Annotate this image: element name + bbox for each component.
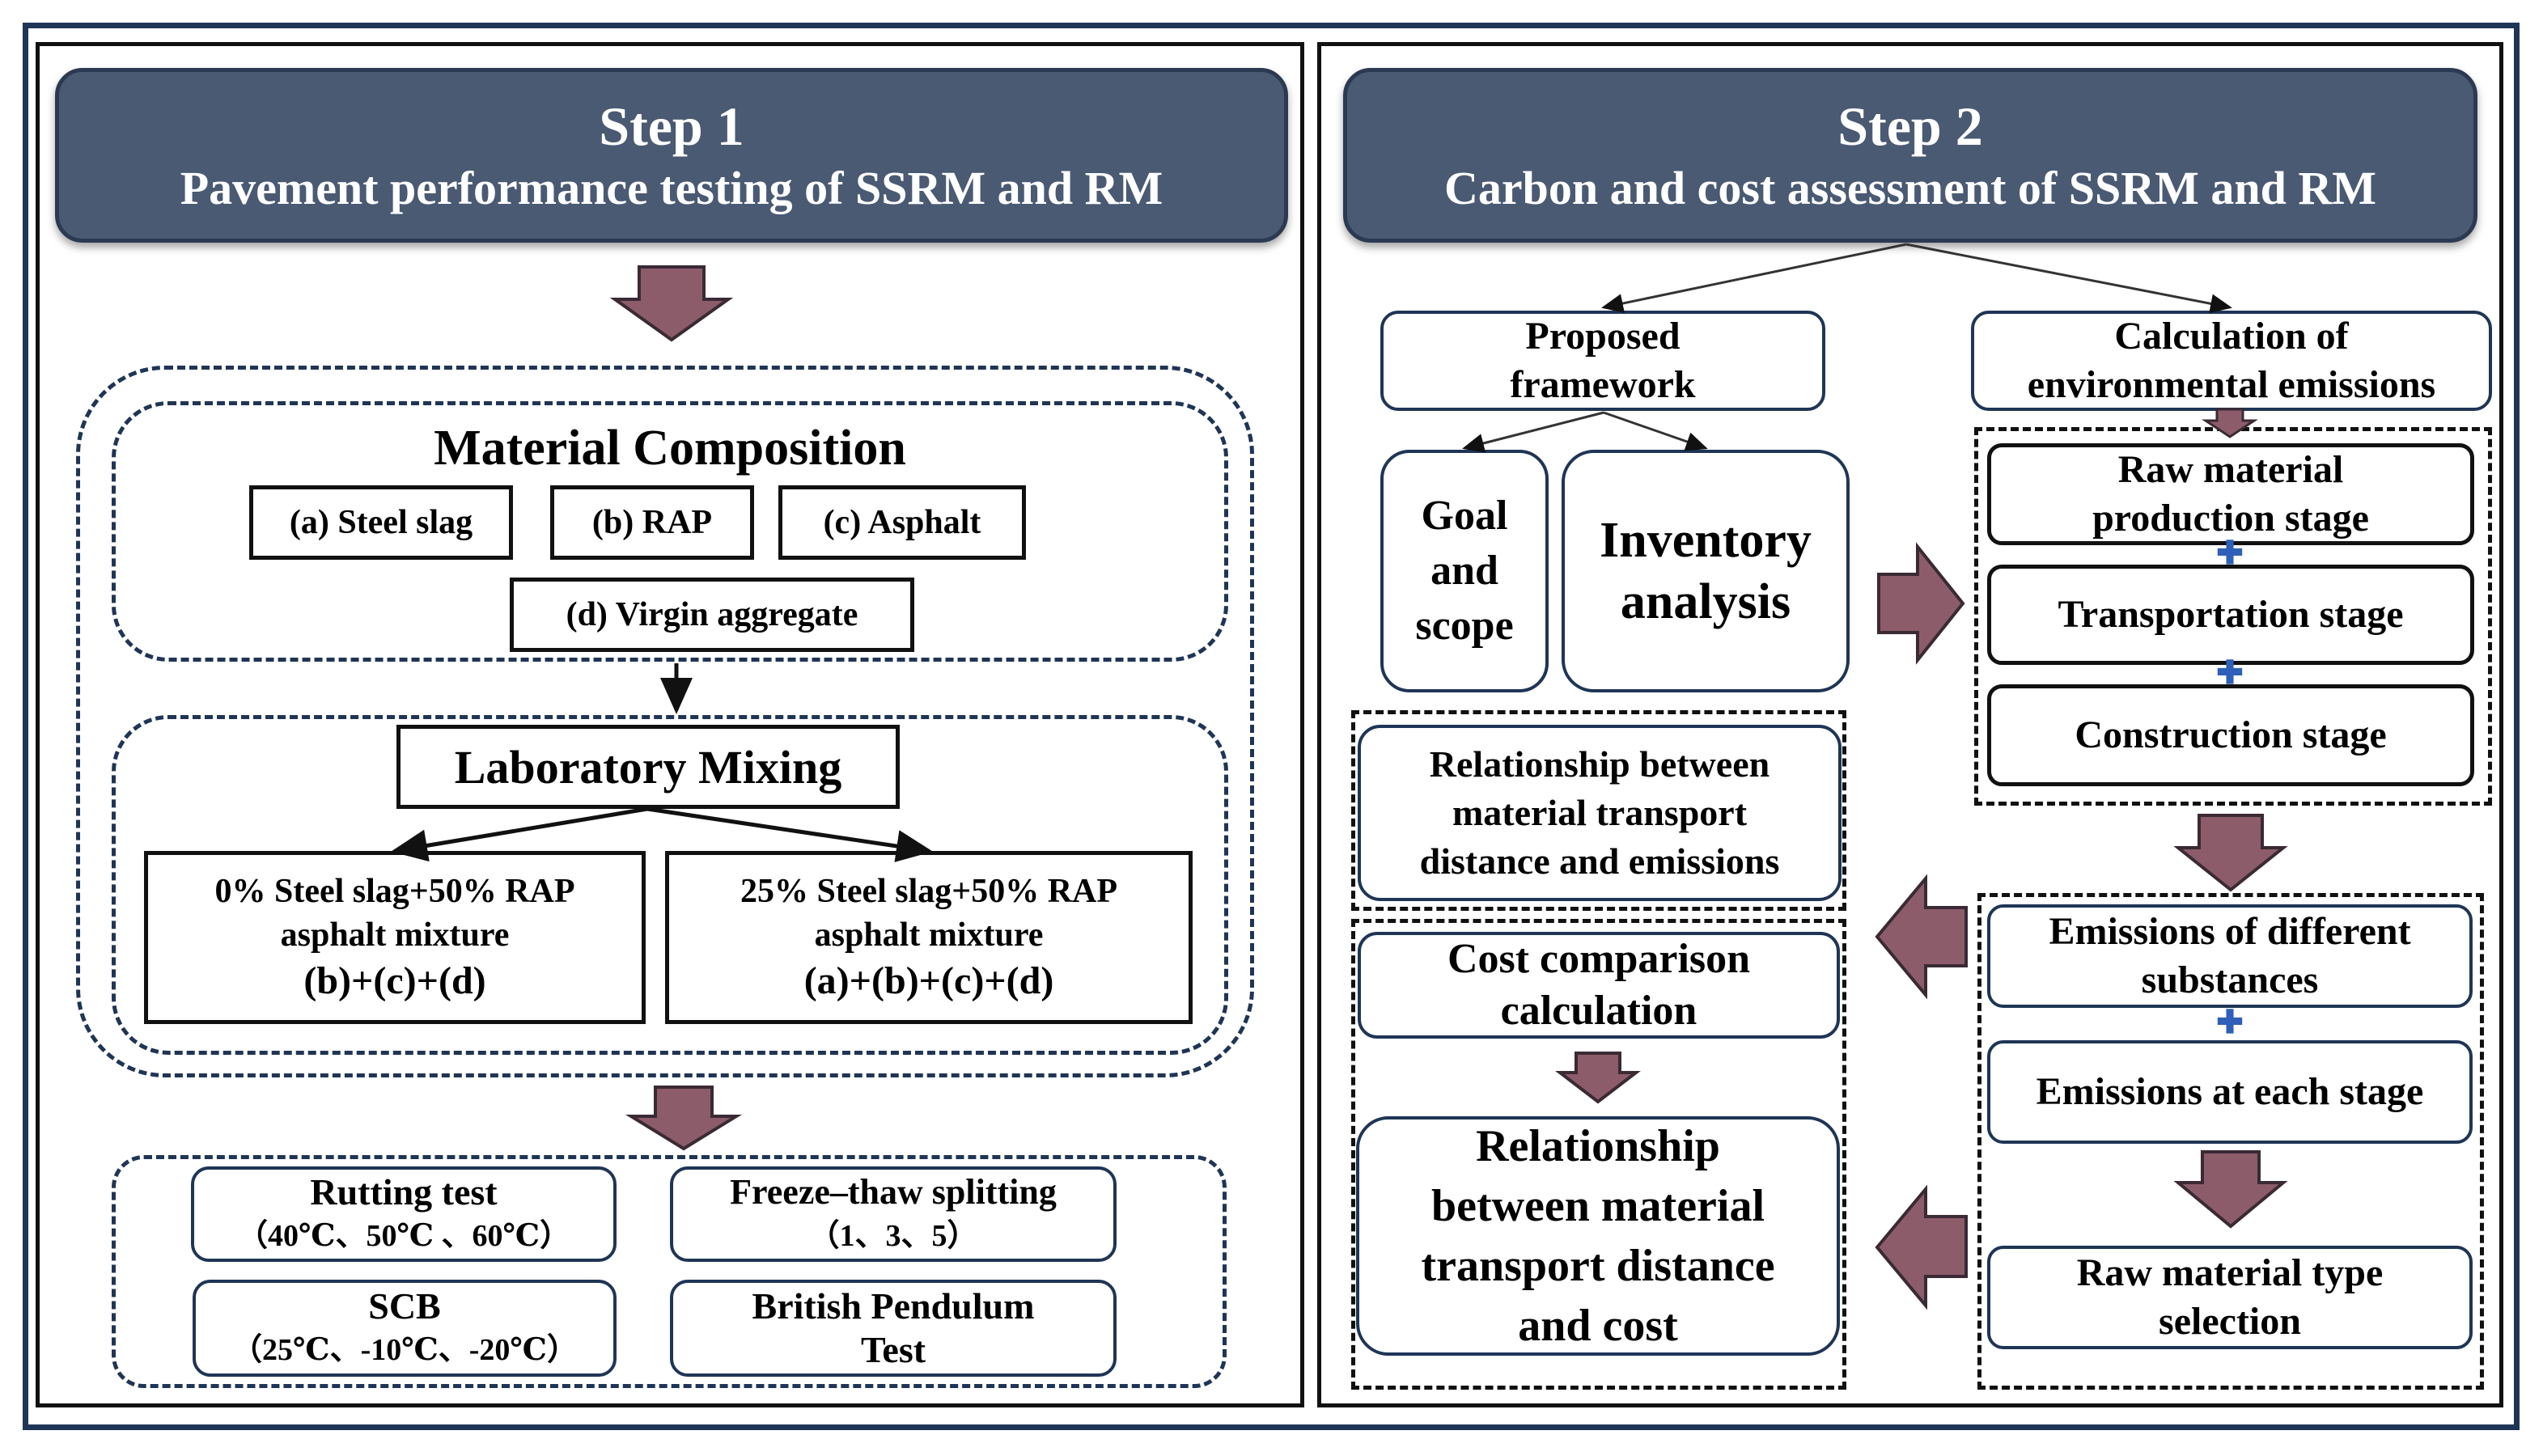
relationship-cost-box: Relationship between material transport … (1356, 1116, 1840, 1356)
emissions-each-stage-box: Emissions at each stage (1987, 1040, 2473, 1144)
freeze-label: Freeze–thaw splitting (730, 1172, 1057, 1212)
raw-type-line1: Raw material type (2076, 1251, 2384, 1294)
inventory-analysis-box: Inventory analysis (1562, 450, 1850, 692)
outer-frame (23, 23, 2520, 1430)
calc-line2: environmental emissions (2027, 363, 2436, 406)
inventory-line1: Inventory (1600, 513, 1812, 568)
goal-line2: and (1430, 548, 1498, 594)
goal-scope-box: Goal and scope (1380, 450, 1549, 692)
freeze-cycles: （1、3、5） (808, 1219, 978, 1253)
step1-banner: Step 1 Pavement performance testing of S… (55, 68, 1288, 243)
mix2-line3: (a)+(b)+(c)+(d) (803, 959, 1054, 1002)
rel-cost-line3: transport distance (1421, 1241, 1775, 1291)
raw-material-stage-box: Raw material production stage (1987, 443, 2474, 545)
cost-line1: Cost comparison (1447, 936, 1751, 982)
rel-em-line1: Relationship between (1429, 743, 1770, 785)
composition-mixing-container (76, 366, 1254, 1077)
rel-cost-line1: Relationship (1476, 1121, 1720, 1171)
calc-emissions-box: Calculation of environmental emissions (1971, 311, 2492, 411)
laboratory-mixing-heading: Laboratory Mixing (396, 725, 900, 809)
scb-temps: （25℃、-10℃、-20℃） (231, 1333, 578, 1367)
material-composition-group (112, 401, 1228, 662)
step2-subtitle: Carbon and cost assessment of SSRM and R… (1443, 162, 2377, 214)
em-sub-line1: Emissions of different (2049, 910, 2411, 953)
rutting-test-box: Rutting test （40℃、50℃ 、60℃） (191, 1166, 617, 1262)
transportation-stage-box: Transportation stage (1987, 565, 2474, 665)
relationship-emissions-box: Relationship between material transport … (1358, 725, 1842, 901)
em-sub-line2: substances (2141, 959, 2319, 1001)
tests-group (112, 1155, 1227, 1388)
virgin-aggregate-box: (d) Virgin aggregate (510, 578, 914, 652)
rel-cost-line2: between material (1430, 1181, 1765, 1231)
step2-banner: Step 2 Carbon and cost assessment of SSR… (1343, 68, 2477, 243)
emissions-substances-box: Emissions of different substances (1987, 904, 2473, 1008)
cost-group (1351, 919, 1846, 1390)
freeze-thaw-box: Freeze–thaw splitting （1、3、5） (670, 1166, 1117, 1262)
step1-subtitle: Pavement performance testing of SSRM and… (180, 162, 1163, 214)
rel-cost-line4: and cost (1518, 1301, 1678, 1351)
goal-line3: scope (1415, 603, 1514, 649)
scb-label: SCB (368, 1285, 441, 1327)
pendulum-line2: Test (860, 1329, 926, 1370)
mix1-line2: asphalt mixture (280, 916, 510, 954)
proposed-framework-box: Proposed framework (1380, 311, 1825, 411)
raw-line1: Raw material (2117, 448, 2344, 491)
mix-25-percent-box: 25% Steel slag+50% RAP asphalt mixture (… (665, 851, 1193, 1024)
raw-line2: production stage (2092, 497, 2369, 540)
step1-title: Step 1 (599, 95, 744, 157)
emissions-group (1977, 893, 2484, 1390)
pendulum-line1: British Pendulum (752, 1285, 1035, 1327)
calc-line1: Calculation of (2114, 315, 2349, 358)
construction-stage-box: Construction stage (1987, 684, 2474, 786)
cost-comparison-box: Cost comparison calculation (1358, 932, 1840, 1039)
mix2-line1: 25% Steel slag+50% RAP (740, 873, 1118, 910)
goal-line1: Goal (1421, 493, 1508, 539)
rap-box: (b) RAP (550, 485, 754, 560)
plus-icon: ✚ (2216, 654, 2244, 691)
plus-icon: ✚ (2216, 1004, 2244, 1040)
proposed-line1: Proposed (1525, 315, 1680, 358)
step2-title: Step 2 (1837, 95, 1983, 157)
mix1-line1: 0% Steel slag+50% RAP (214, 873, 575, 910)
laboratory-mixing-group (112, 715, 1228, 1055)
material-composition-heading: Material Composition (434, 421, 906, 476)
inventory-line2: analysis (1620, 574, 1791, 629)
raw-material-type-box: Raw material type selection (1987, 1246, 2473, 1349)
cost-line2: calculation (1500, 988, 1697, 1034)
mix-0-percent-box: 0% Steel slag+50% RAP asphalt mixture (b… (144, 851, 646, 1024)
asphalt-box: (c) Asphalt (778, 485, 1026, 560)
rutting-label: Rutting test (310, 1171, 498, 1213)
steel-slag-box: (a) Steel slag (249, 485, 513, 560)
raw-type-line2: selection (2159, 1300, 2301, 1343)
rutting-temps: （40℃、50℃ 、60℃） (236, 1219, 571, 1253)
rel-em-line3: distance and emissions (1419, 840, 1780, 882)
proposed-line2: framework (1510, 363, 1696, 406)
british-pendulum-box: British Pendulum Test (670, 1280, 1117, 1377)
mix1-line3: (b)+(c)+(d) (303, 959, 486, 1002)
rel-em-line2: material transport (1452, 792, 1748, 833)
relationship-emissions-group (1351, 710, 1846, 911)
mix2-line2: asphalt mixture (814, 916, 1044, 954)
plus-icon: ✚ (2216, 535, 2244, 571)
scb-box: SCB （25℃、-10℃、-20℃） (193, 1280, 617, 1377)
